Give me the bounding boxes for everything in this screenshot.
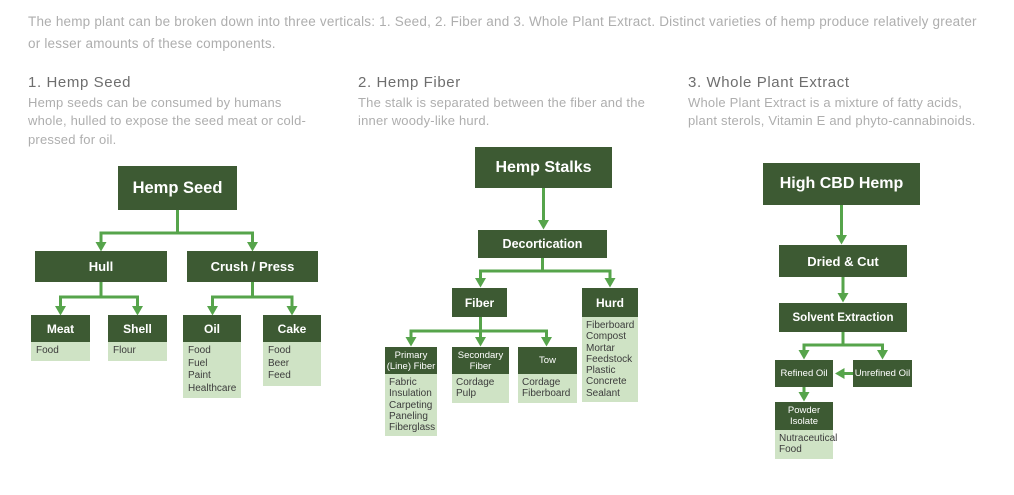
products-tow: Cordage Fiberboard: [518, 374, 577, 403]
node-hemp-seed: Hemp Seed: [118, 166, 237, 210]
node-refined-oil: Refined Oil: [775, 360, 833, 387]
intro-text: The hemp plant can be broken down into t…: [28, 14, 977, 51]
node-primary-fiber: Primary (Line) Fiber: [385, 347, 437, 374]
products-cake: Food Beer Feed: [263, 342, 321, 386]
node-meat: Meat: [31, 315, 90, 342]
section-hemp-fiber: 2. Hemp Fiber The stalk is separated bet…: [358, 74, 658, 131]
node-crush-press: Crush / Press: [187, 251, 318, 282]
node-secondary-fiber: Secondary Fiber: [452, 347, 509, 374]
section-1-heading: 1. Hemp Seed: [28, 74, 132, 91]
section-hemp-seed: 1. Hemp Seed Hemp seeds can be consumed …: [28, 74, 311, 149]
section-1-description: Hemp seeds can be consumed by humans who…: [28, 95, 307, 147]
node-hurd: Hurd: [582, 288, 638, 317]
node-hull: Hull: [35, 251, 167, 282]
node-oil: Oil: [183, 315, 241, 342]
node-decortication: Decortication: [478, 230, 607, 258]
products-powder-isolate: Nutraceutical Food: [775, 430, 837, 459]
node-tow: Tow: [518, 347, 577, 374]
node-unrefined-oil: Unrefined Oil: [853, 360, 912, 387]
node-hemp-stalks: Hemp Stalks: [475, 147, 612, 188]
node-powder-isolate: Powder Isolate: [775, 402, 833, 430]
products-meat: Food: [31, 342, 90, 361]
node-shell: Shell: [108, 315, 167, 342]
section-2-heading: 2. Hemp Fiber: [358, 74, 461, 91]
node-dried-cut: Dried & Cut: [779, 245, 907, 277]
section-whole-plant-extract: 3. Whole Plant Extract Whole Plant Extra…: [688, 74, 984, 131]
node-high-cbd-hemp: High CBD Hemp: [763, 163, 920, 205]
section-2-description: The stalk is separated between the fiber…: [358, 95, 646, 129]
node-solvent-extraction: Solvent Extraction: [779, 303, 907, 332]
products-secondary-fiber: Cordage Pulp: [452, 374, 509, 403]
section-3-heading: 3. Whole Plant Extract: [688, 74, 850, 91]
products-oil: Food Fuel Paint Healthcare: [183, 342, 241, 398]
section-3-description: Whole Plant Extract is a mixture of fatt…: [688, 95, 976, 129]
node-cake: Cake: [263, 315, 321, 342]
node-fiber: Fiber: [452, 288, 507, 317]
products-hurd: Fiberboard Compost Mortar Feedstock Plas…: [582, 317, 638, 403]
products-shell: Flour: [108, 342, 167, 361]
products-primary-fiber: Fabric Insulation Carpeting Paneling Fib…: [385, 374, 437, 437]
